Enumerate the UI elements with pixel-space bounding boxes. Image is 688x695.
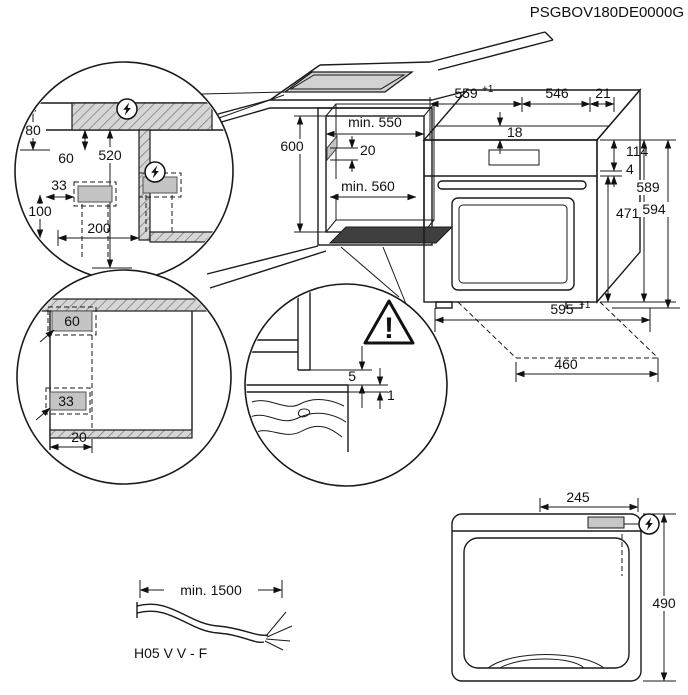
dim-label-floor-gap: 1 (387, 387, 395, 403)
dim-label-height-520: 520 (98, 147, 122, 163)
oven-foot-right (565, 301, 583, 309)
countertop-section-detail-circle (14, 61, 234, 281)
dim-label-top-width: 559 (454, 85, 478, 101)
detail-leader-lines (200, 91, 407, 305)
outlet-zone-a (77, 185, 113, 203)
mains-connection-box (587, 516, 625, 529)
oven-handle (437, 180, 587, 190)
oven-top-view: 245 490 (451, 489, 680, 682)
dim-label-connection-offset: 245 (566, 489, 590, 505)
dim-label-panel-height: 114 (626, 143, 649, 159)
cabinet-perspective (206, 31, 554, 289)
dim-label-wall-gap: 5 (348, 368, 356, 384)
dim-label-height: 589 (636, 179, 660, 195)
dim-label-width-tol: +1 (579, 300, 591, 311)
dim-label-front-side: 20 (71, 429, 87, 445)
dim-label-top-width-tol: +1 (482, 84, 494, 95)
oven-foot-left (435, 301, 453, 309)
dim-label-panel-depth: 21 (595, 85, 611, 101)
warning-icon: ! (363, 299, 415, 345)
floor-gap-detail: 5 1 ! (246, 285, 415, 452)
warning-mark: ! (384, 312, 394, 345)
dim-label-rail: 20 (360, 142, 376, 158)
power-cable: min. 1500 H05 V V - F (134, 580, 293, 661)
outlet-zone-top (51, 310, 93, 332)
cable-type-label: H05 V V - F (134, 645, 207, 661)
dim-label-depth: 546 (545, 85, 569, 101)
cabinet-dimensions: 600 min. 550 20 min. 560 (276, 114, 425, 233)
countertop-section-detail: 80 520 60 33 100 200 (16, 98, 232, 269)
oven-perspective (422, 88, 659, 359)
electrical-connection-icon (116, 98, 138, 120)
dim-label-front-top: 60 (64, 313, 80, 329)
dim-label-top-view-depth: 490 (652, 595, 676, 611)
dim-label-bottom-height: 100 (28, 203, 52, 219)
dim-label-niche-height: 600 (280, 138, 304, 154)
dim-label-gap: 4 (626, 161, 634, 177)
dim-label-front-offset: 60 (58, 150, 74, 166)
dim-label-niche-depth: min. 560 (341, 178, 395, 194)
dim-label-height-total: 594 (642, 201, 666, 217)
oven-door-window (451, 197, 575, 291)
plinth-bar (328, 226, 454, 244)
dim-label-front-bottom: 33 (58, 393, 74, 409)
wood-grain (249, 399, 347, 438)
dim-label-top-recess: 18 (507, 124, 523, 140)
worktop-cutout (283, 71, 414, 93)
dim-label-top-offset: 80 (25, 122, 41, 138)
outlet-zone-bottom (49, 391, 87, 411)
electrical-connection-icon (144, 161, 166, 183)
dim-label-width: 595 (550, 301, 574, 317)
dim-label-niche-width: min. 550 (348, 114, 402, 130)
cable-frayed-end (264, 611, 293, 651)
dim-label-base-depth: 460 (554, 356, 578, 372)
dim-label-door-height: 471 (616, 205, 640, 221)
electrical-connection-icon (638, 513, 660, 535)
dim-label-cable-length: min. 1500 (180, 582, 242, 598)
dim-label-width-200: 200 (87, 220, 111, 236)
oven-display (488, 149, 540, 166)
doc-code: PSGBOV180DE0000G (530, 4, 684, 21)
niche-front-detail: 60 33 20 (27, 298, 221, 453)
dim-label-side-offset: 33 (51, 177, 67, 193)
oven-dimensions: 559 +1 546 21 18 114 4 471 589 594 595 +… (429, 84, 680, 382)
